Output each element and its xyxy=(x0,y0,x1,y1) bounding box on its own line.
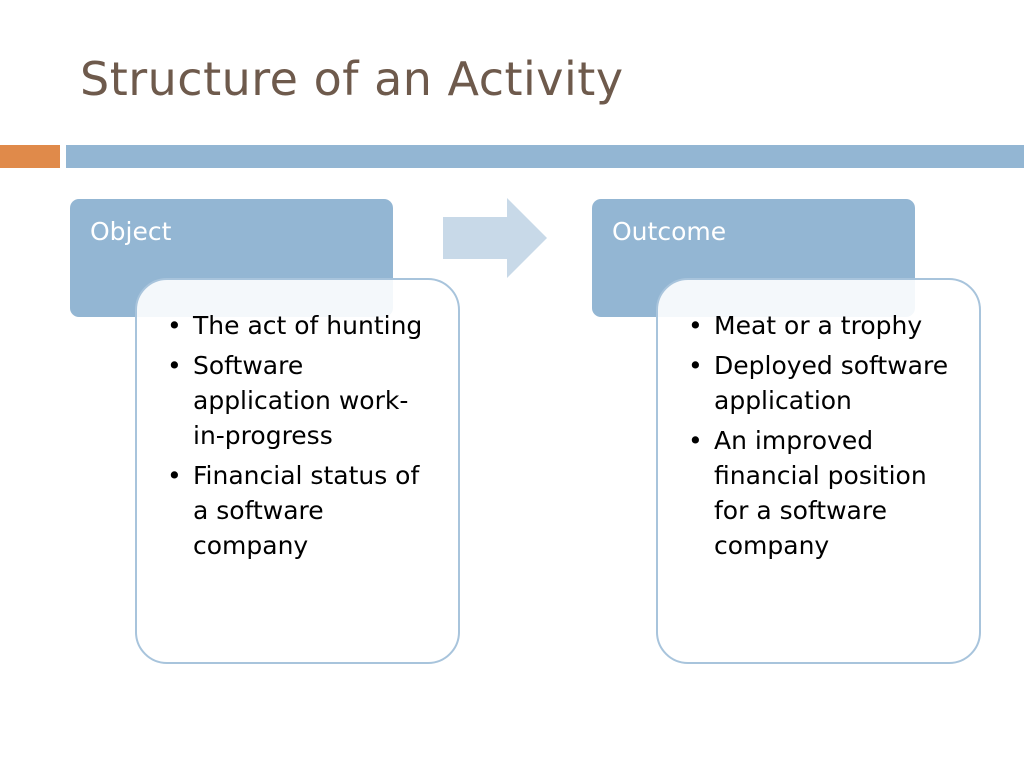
title-divider-bar xyxy=(66,145,1024,168)
object-header-label: Object xyxy=(90,217,172,246)
slide-title: Structure of an Activity xyxy=(80,52,624,106)
bullet-icon: • xyxy=(688,426,703,455)
outcome-header-label: Outcome xyxy=(612,217,727,246)
list-item: •Meat or a trophy xyxy=(686,308,959,343)
list-item: •Financial status of a software company xyxy=(165,458,438,563)
object-details-card: •The act of hunting •Software applicatio… xyxy=(135,278,460,664)
bullet-icon: • xyxy=(167,311,182,340)
list-item: •Deployed software application xyxy=(686,348,959,418)
list-item: •The act of hunting xyxy=(165,308,438,343)
right-arrow-icon xyxy=(443,198,547,278)
list-item: •An improved financial position for a so… xyxy=(686,423,959,563)
object-bullet-list: •The act of hunting •Software applicatio… xyxy=(165,308,438,563)
list-item: •Software application work-in-progress xyxy=(165,348,438,453)
outcome-bullet-list: •Meat or a trophy •Deployed software app… xyxy=(686,308,959,563)
bullet-icon: • xyxy=(167,461,182,490)
bullet-icon: • xyxy=(167,351,182,380)
bullet-icon: • xyxy=(688,351,703,380)
outcome-details-card: •Meat or a trophy •Deployed software app… xyxy=(656,278,981,664)
title-accent-bar xyxy=(0,145,60,168)
bullet-icon: • xyxy=(688,311,703,340)
